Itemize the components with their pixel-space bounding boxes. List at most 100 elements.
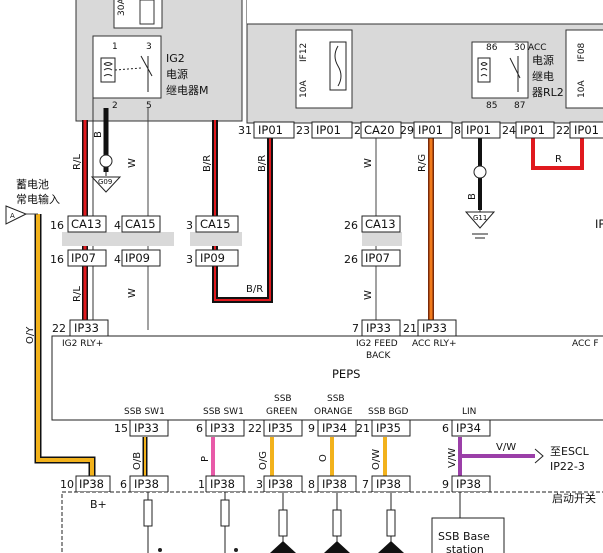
peps-bot-label-4: SSB BGD xyxy=(368,407,408,417)
peps-bot-pin-1: 6 xyxy=(196,422,203,435)
start-switch-bplus: B+ xyxy=(90,498,107,511)
bot-conn-pin-4: 8 xyxy=(308,478,315,491)
ig2-relay-name-1: IG2 xyxy=(166,52,185,65)
wire-label-rl-1: R/L xyxy=(72,154,83,170)
peps-bot-pin-3: 9 xyxy=(308,422,315,435)
escl-link: 至ESCL IP22-3 xyxy=(534,445,590,473)
start-switch: 启动开关 B+ SSB Base station xyxy=(61,491,603,553)
peps-bot-label-1: SSB SW1 xyxy=(203,407,244,417)
mid-conn-pin-3: 26 xyxy=(344,219,358,232)
ssb-base-station xyxy=(431,517,505,553)
peps-label-ig2-rly: IG2 RLY+ xyxy=(62,339,103,349)
mid-conn-pin-0: 16 xyxy=(50,219,64,232)
grey-band-left xyxy=(62,232,174,246)
ground-g11: G11 xyxy=(464,165,496,239)
wire-label-b-2: B xyxy=(467,193,478,200)
peps-bot-name-3: IP34 xyxy=(322,421,347,435)
peps-title: PEPS xyxy=(332,367,360,381)
wire-label-br-3: B/R xyxy=(246,284,263,295)
peps-bot-label-0: SSB SW1 xyxy=(124,407,165,417)
mid-conn-pin-2: 3 xyxy=(186,219,193,232)
ig2-pin-5: 5 xyxy=(146,101,152,111)
bot-conn-name-2: IP38 xyxy=(210,477,235,491)
peps-label-ig2-feed: IG2 FEED xyxy=(356,339,398,349)
wire-label-vw-1: V/W xyxy=(447,448,458,468)
top-conn-name-5: IP01 xyxy=(520,123,545,137)
mid-conn-name-6: IP09 xyxy=(200,251,225,265)
top-connector-row: 31 IP01 23 IP01 2 CA20 29 IP01 8 IP01 24… xyxy=(238,121,603,139)
peps-label-back: BACK xyxy=(366,351,391,361)
top-conn-pin-6: 22 xyxy=(556,124,570,137)
mid-conn-name-1: CA15 xyxy=(125,217,156,231)
peps-top-pin-1: 7 xyxy=(352,322,359,335)
top-conn-pin-2: 2 xyxy=(354,124,361,137)
top-conn-pin-1: 23 xyxy=(296,124,310,137)
ig2-relay-name-3: 继电器M xyxy=(166,84,209,97)
wires xyxy=(26,98,584,478)
mid-conn-name-3: CA13 xyxy=(365,217,396,231)
ssb-base-line-1: SSB Base xyxy=(438,530,490,543)
acc-relay-name-1: 电源 xyxy=(532,53,554,67)
acc-pin-86: 86 xyxy=(486,43,498,53)
top-conn-name-4: IP01 xyxy=(466,123,491,137)
wire-label-r: R xyxy=(555,154,562,165)
escl-label: 至ESCL xyxy=(550,445,590,458)
ip-fragment: IP xyxy=(595,217,603,231)
peps-bot-pin-0: 15 xyxy=(114,422,128,435)
bot-conn-pin-1: 6 xyxy=(120,478,127,491)
top-conn-name-2: CA20 xyxy=(364,123,395,137)
bot-conn-name-6: IP38 xyxy=(456,477,481,491)
bottom-connectors: 10 IP38 6 IP38 1 IP38 3 IP38 8 IP38 7 IP… xyxy=(60,475,491,493)
top-conn-pin-4: 8 xyxy=(454,124,461,137)
peps-label-acc-rly: ACC RLY+ xyxy=(412,339,457,349)
acc-relay-coil xyxy=(477,57,491,83)
peps-bot-label-5: LIN xyxy=(462,407,476,417)
wire-label-o: O xyxy=(318,454,329,462)
fuse-if12-rating: 10A xyxy=(299,80,309,98)
peps-bot-pin-2: 22 xyxy=(248,422,262,435)
acc-pin-87: 87 xyxy=(514,101,525,111)
peps-label-acc-f: ACC F xyxy=(572,339,599,349)
top-right-fuse-box: 10A IF12 86 30 ACC 85 87 电源 继电 器RL2 10A … xyxy=(246,0,603,124)
top-conn-name-3: IP01 xyxy=(418,123,443,137)
wire-label-w-2: W xyxy=(363,158,374,168)
mid-connectors: 16 CA13 4 CA15 3 CA15 26 CA13 16 IP07 4 … xyxy=(50,215,401,267)
start-switch-title: 启动开关 xyxy=(552,491,596,505)
bot-conn-pin-3: 3 xyxy=(256,478,263,491)
mid-conn-name-2: CA15 xyxy=(200,217,231,231)
ig2-pin-3: 3 xyxy=(146,42,152,52)
acc-relay-label: ACC xyxy=(528,43,547,53)
peps-top-name-0: IP33 xyxy=(74,321,99,335)
bot-conn-name-1: IP38 xyxy=(134,477,159,491)
peps-module: PEPS 22 IP33 7 IP33 21 IP33 IG2 RLY+ IG2… xyxy=(51,319,603,421)
peps-bot-labeltop-2: SSB xyxy=(274,394,292,404)
grey-band-mid xyxy=(190,232,242,246)
bot-conn-name-5: IP38 xyxy=(376,477,401,491)
ig2-pin-2: 2 xyxy=(112,101,118,111)
fuse-if12-name: IF12 xyxy=(299,43,309,62)
wire-label-rg: R/G xyxy=(417,154,428,172)
mid-conn-pin-1: 4 xyxy=(114,219,121,232)
battery-input: 蓄电池 常电输入 A xyxy=(5,178,60,225)
top-conn-pin-5: 24 xyxy=(502,124,516,137)
wire-label-og: O/G xyxy=(258,451,269,470)
mid-conn-pin-5: 4 xyxy=(114,253,121,266)
bot-conn-pin-5: 7 xyxy=(362,478,369,491)
top-left-relay-box: 30A 1 3 2 5 IG2 电源 继电器M xyxy=(75,0,243,122)
mid-conn-name-5: IP09 xyxy=(125,251,150,265)
ssb-base-line-2: station xyxy=(446,543,484,553)
fuse-if12-icon xyxy=(329,41,347,91)
wire-label-vw-2: V/W xyxy=(496,442,516,453)
ig2-relay-name-2: 电源 xyxy=(166,67,188,81)
mid-conn-name-4: IP07 xyxy=(71,251,96,265)
peps-bot-name-2: IP35 xyxy=(268,421,293,435)
peps-top-name-2: IP33 xyxy=(422,321,447,335)
wire-labels: R/L B W B/R B/R W R/G B R R/L W B/R W O/… xyxy=(25,131,562,470)
ig2-pin-1: 1 xyxy=(112,42,118,52)
acc-relay-name-3: 器RL2 xyxy=(532,86,564,99)
wire-label-br-1: B/R xyxy=(202,155,213,172)
peps-bot-name-1: IP33 xyxy=(210,421,235,435)
ground-g11-label: G11 xyxy=(473,214,487,222)
peps-bot-pin-5: 6 xyxy=(442,422,449,435)
